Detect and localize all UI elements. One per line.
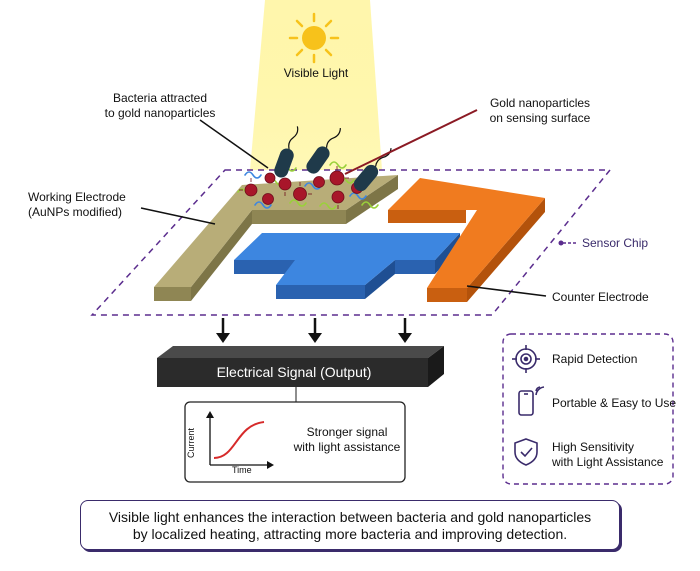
gold-np-callout-line [344, 109, 478, 175]
bacteria-label: Bacteria attracted to gold nanoparticles [104, 91, 216, 120]
counter-electrode-callout-line [466, 285, 547, 297]
mini-chart [206, 411, 274, 469]
sensor-chip-boundary [90, 169, 612, 316]
electrical-signal-bar [157, 346, 444, 387]
counter-electrode-label: Counter Electrode [552, 290, 649, 304]
footer-box [80, 500, 620, 550]
sensor-chip-label: Sensor Chip [582, 236, 649, 250]
sensor-chip-legend-dot [558, 240, 564, 246]
signal-arrows [216, 318, 412, 343]
features-box [502, 333, 674, 485]
feature-rapid-detection: Rapid Detection [552, 352, 638, 366]
footer-line-2: by localized heating, attracting more ba… [132, 526, 568, 542]
feature-high-sensitivity: High Sensitivity with Light Assistance [552, 440, 664, 469]
inset-caption: Stronger signal with light assistance [293, 425, 401, 454]
visible-light-label: Visible Light [283, 66, 349, 80]
x-axis-label: Time [232, 465, 252, 475]
signal-inset-box [184, 401, 406, 483]
sun-icon [288, 12, 340, 64]
nanoparticle-spikes [239, 166, 349, 209]
smartphone-icon [518, 386, 545, 416]
bacteria-callout-line [199, 119, 269, 169]
feature-portable: Portable & Easy to Use [552, 396, 677, 410]
shield-check-icon [514, 438, 538, 466]
target-icon [512, 345, 540, 373]
signal-curve [213, 421, 265, 459]
gold-nanoparticles-label: Gold nanoparticles on sensing surface [489, 96, 591, 125]
counter-electrode [388, 178, 545, 302]
light-beam [250, 0, 382, 170]
footer-caption: Visible light enhances the interaction b… [84, 509, 616, 543]
working-electrode-callout-line [140, 207, 216, 225]
electrical-signal-label: Electrical Signal (Output) [216, 364, 372, 380]
reference-electrode [234, 233, 460, 299]
y-axis-label: Current [186, 427, 196, 458]
footer-line-1: Visible light enhances the interaction b… [108, 509, 592, 525]
working-electrode-label: Working Electrode (AuNPs modified) [28, 190, 126, 219]
